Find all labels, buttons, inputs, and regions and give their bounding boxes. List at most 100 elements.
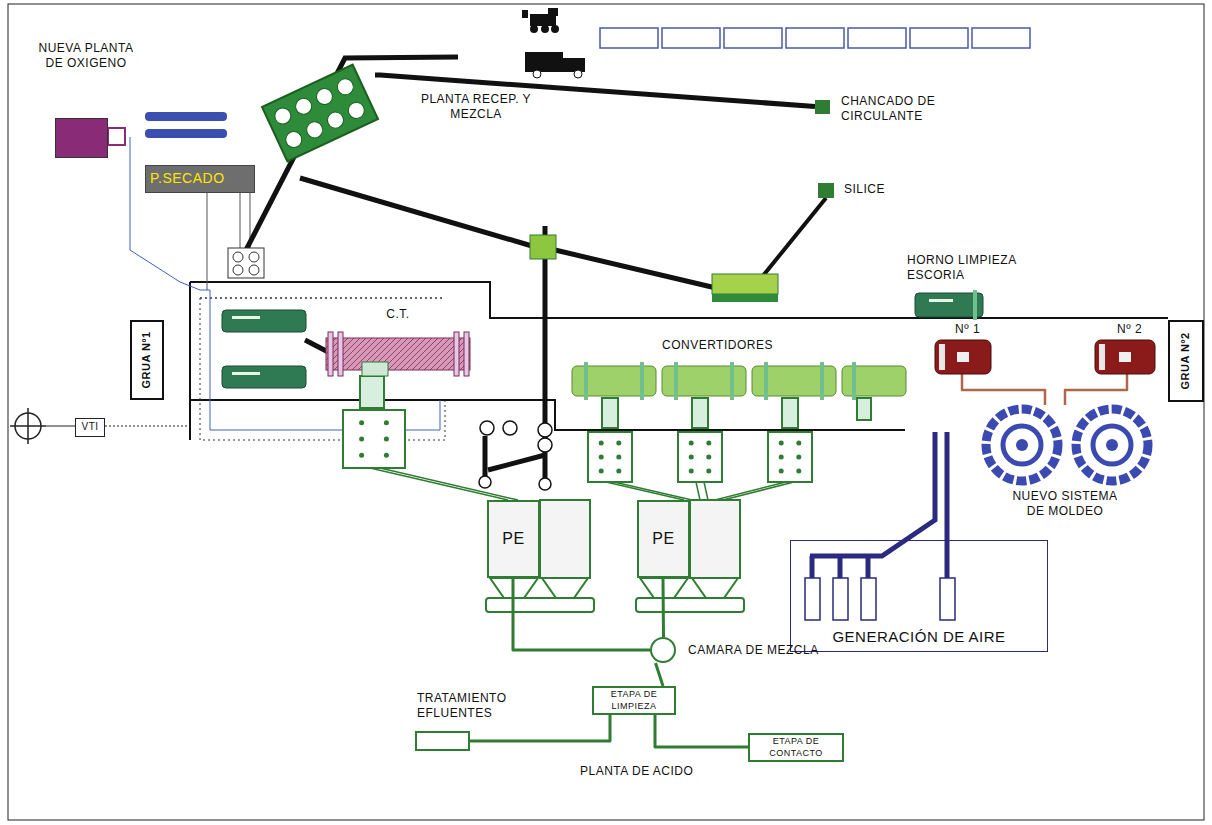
slag-furnace-shape (915, 293, 983, 317)
converter-vessels (640, 362, 644, 400)
electrostatic-precipitator: PE (637, 500, 690, 578)
air-ducts (945, 432, 950, 578)
box-label: ETAPA DE CONTACTO (750, 736, 842, 759)
wagon-row (724, 28, 782, 48)
gas-hoods (692, 398, 708, 428)
box-label: GRUA Nº2 (1179, 332, 1193, 389)
gas-hoods (782, 398, 798, 428)
inner-outline (130, 137, 445, 440)
teniente-converter-shape (454, 332, 459, 376)
hood-dots (384, 420, 389, 425)
box-label: PE (652, 529, 674, 549)
side-furnaces (222, 366, 306, 388)
hood-dots (359, 437, 364, 442)
converter-vessels (584, 362, 588, 400)
inner-outline (240, 193, 241, 248)
process-line (962, 374, 1045, 405)
gas-hoods (768, 432, 812, 482)
feed-hoppers (712, 274, 778, 294)
box-label: P.SECADO (150, 170, 225, 188)
box-label: PE (502, 529, 524, 549)
hood-dots (599, 441, 604, 446)
cleaning-stage: ETAPA DE LIMPIEZA (592, 686, 676, 715)
transport-icons (574, 70, 582, 78)
side-furnaces (222, 310, 306, 388)
plant-label: CHANCADO DE CIRCULANTE (841, 94, 951, 124)
casting-wheels: NUEVO SISTEMA DE MOLDEO (975, 405, 1155, 485)
hood-dots (689, 441, 694, 446)
silica-bin: SILICE (818, 183, 834, 198)
building-outline (190, 282, 1168, 318)
teniente-converter-shape (328, 332, 333, 376)
inner-outline (200, 297, 445, 299)
hood-dots (706, 441, 711, 446)
hood-dots (796, 469, 801, 474)
box-label: VTI (81, 421, 98, 434)
contact-stage: ETAPA DE CONTACTO (748, 733, 844, 762)
side-furnaces (232, 372, 260, 375)
receiving-plant-shape (293, 96, 314, 117)
conveyor-belt (762, 198, 826, 277)
gas-ducts (723, 482, 794, 500)
building-outline (189, 282, 191, 440)
receiving-plant-shape (314, 86, 335, 107)
crane-box: GRUA Nº2 (1168, 320, 1204, 402)
transport-icons (563, 58, 585, 72)
receiving-plant-shape (265, 58, 375, 168)
receiving-plant-shape (283, 129, 304, 150)
section-label: PLANTA DE ACIDO (580, 764, 693, 778)
precipitator-parts (690, 500, 740, 578)
receiving-plant-shape (262, 65, 378, 162)
air-blowers (940, 578, 955, 620)
crushing-plant: CHANCADO DE CIRCULANTE (815, 100, 830, 114)
conveyor-belt (483, 436, 488, 482)
side-furnaces (222, 310, 306, 332)
air-blowers (833, 578, 848, 620)
converter-vessels (572, 362, 906, 400)
belt-rollers (538, 438, 552, 452)
anode-furnace-shape (939, 344, 945, 370)
gas-hoods (588, 432, 632, 482)
converter-vessels (852, 362, 856, 400)
plant-label: Nº 1 (955, 322, 995, 337)
box-label: GRUA Nº1 (140, 331, 154, 388)
transport-icons (533, 70, 541, 78)
conveyor-belt (245, 57, 826, 482)
gas-ducts (380, 468, 518, 500)
wagon-row (600, 28, 1030, 48)
belt-rollers (479, 421, 552, 490)
plant-label: NUEVA PLANTA DE OXIGENO (31, 41, 141, 71)
air-ducts (810, 432, 947, 578)
anode-furnace: Nº 2 (1095, 340, 1155, 374)
plant-label: SILICE (844, 182, 924, 197)
hood-dots (599, 469, 604, 474)
wagon-row (848, 28, 906, 48)
teniente-converter-shape (338, 332, 343, 376)
teniente-converter-shape (362, 362, 388, 376)
conveyor-belt (300, 178, 532, 246)
receiving-plant: PLANTA RECEP. Y MEZCLA (265, 58, 375, 168)
receiving-plant-shape (304, 119, 325, 140)
gas-hoods (857, 398, 871, 420)
transport-icons (541, 25, 549, 33)
gas-ducts (696, 482, 700, 500)
converter-vessels (764, 362, 768, 400)
electrostatic-precipitator: PE (487, 500, 540, 578)
mixing-chamber: CAMARA DE MEZCLA (650, 637, 676, 663)
hood-dots (384, 453, 389, 458)
feed-hoppers (228, 248, 264, 278)
anode-furnace-shape (935, 340, 991, 374)
belt-rollers (479, 476, 491, 488)
inner-outline (130, 137, 440, 430)
casting-wheels-shape (1093, 426, 1131, 464)
process-line (513, 578, 650, 650)
gas-hoods (602, 398, 618, 428)
precipitator-parts (542, 578, 588, 598)
vti-box: VTI (75, 418, 105, 437)
air-blowers (861, 578, 876, 620)
converter-vessels (674, 362, 678, 400)
hood-dots (706, 469, 711, 474)
crosshair-vti (10, 408, 190, 444)
receiving-plant-shape (262, 65, 378, 162)
transport-icons (525, 52, 563, 72)
